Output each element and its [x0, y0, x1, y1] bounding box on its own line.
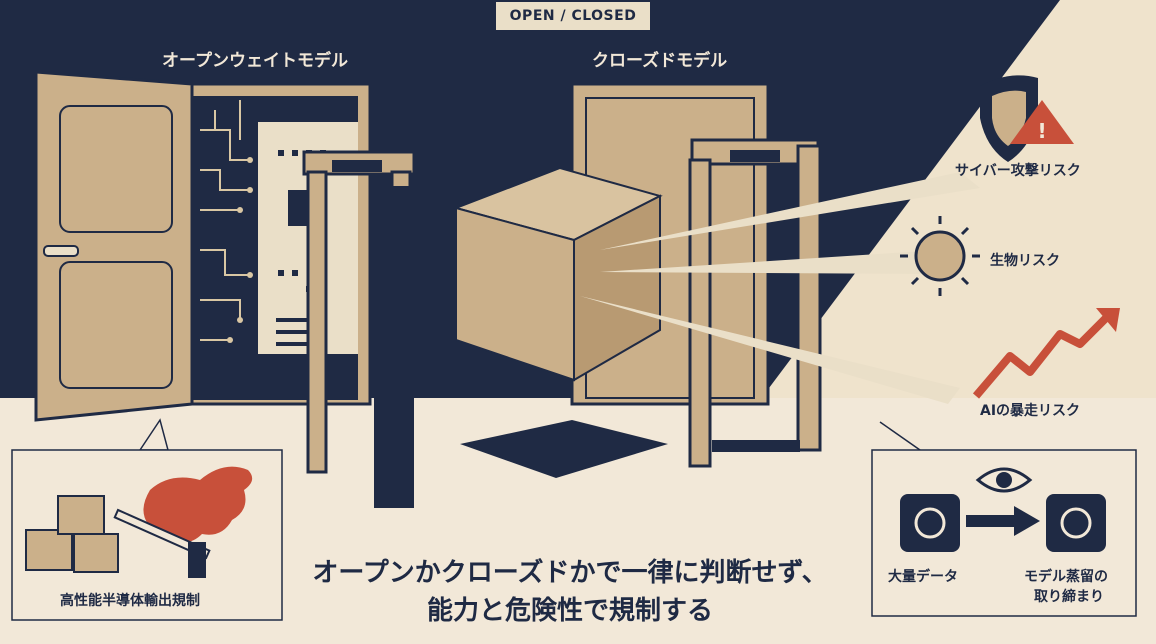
- closed-door-group: [452, 82, 980, 478]
- heading-closed: クローズドモデル: [592, 51, 728, 71]
- main-caption-line2: 能力と危険性で規制する: [426, 596, 713, 626]
- security-gate-right: [688, 138, 822, 468]
- risk-label-cyber: サイバー攻撃リスク: [955, 163, 1081, 179]
- heading-open-weight: オープンウェイトモデル: [162, 51, 348, 71]
- massive-data-label: 大量データ: [888, 569, 958, 585]
- semiconductor-export-label: 高性能半導体輸出規制: [60, 593, 200, 609]
- open-door-group: [34, 70, 416, 508]
- ai-chip-icon-left: [900, 494, 960, 552]
- light-beams: [580, 172, 980, 404]
- arrow-right-icon: [966, 506, 1040, 536]
- cardboard-boxes-icon: [25, 495, 119, 573]
- door-handle: [43, 245, 79, 257]
- light-diagonal: [760, 0, 1156, 400]
- barrier-gate-icon: [113, 508, 211, 578]
- ai-chip-icon-right: [1046, 494, 1106, 552]
- rising-arrow-icon: [972, 308, 1120, 399]
- eye-icon: [975, 467, 1033, 493]
- open-closed-tag: OPEN / CLOSED: [496, 2, 650, 30]
- china-map-icon: [143, 466, 253, 543]
- distillation-label-line1: モデル蒸留の: [1024, 569, 1108, 585]
- shield-warning-icon: !: [980, 75, 1074, 162]
- risk-label-bio: 生物リスク: [990, 253, 1060, 269]
- cube-shadow: [460, 420, 668, 478]
- svg-text:!: !: [1037, 119, 1046, 143]
- risk-label-ai-runaway: AIの暴走リスク: [980, 403, 1081, 419]
- main-caption-line1: オープンかクローズドかで一律に判断せず、: [312, 558, 828, 588]
- door-leaf: [34, 70, 194, 422]
- distillation-label-line2: 取り締まり: [1034, 589, 1104, 605]
- virus-icon: [900, 216, 980, 296]
- security-gate-left: [302, 150, 416, 508]
